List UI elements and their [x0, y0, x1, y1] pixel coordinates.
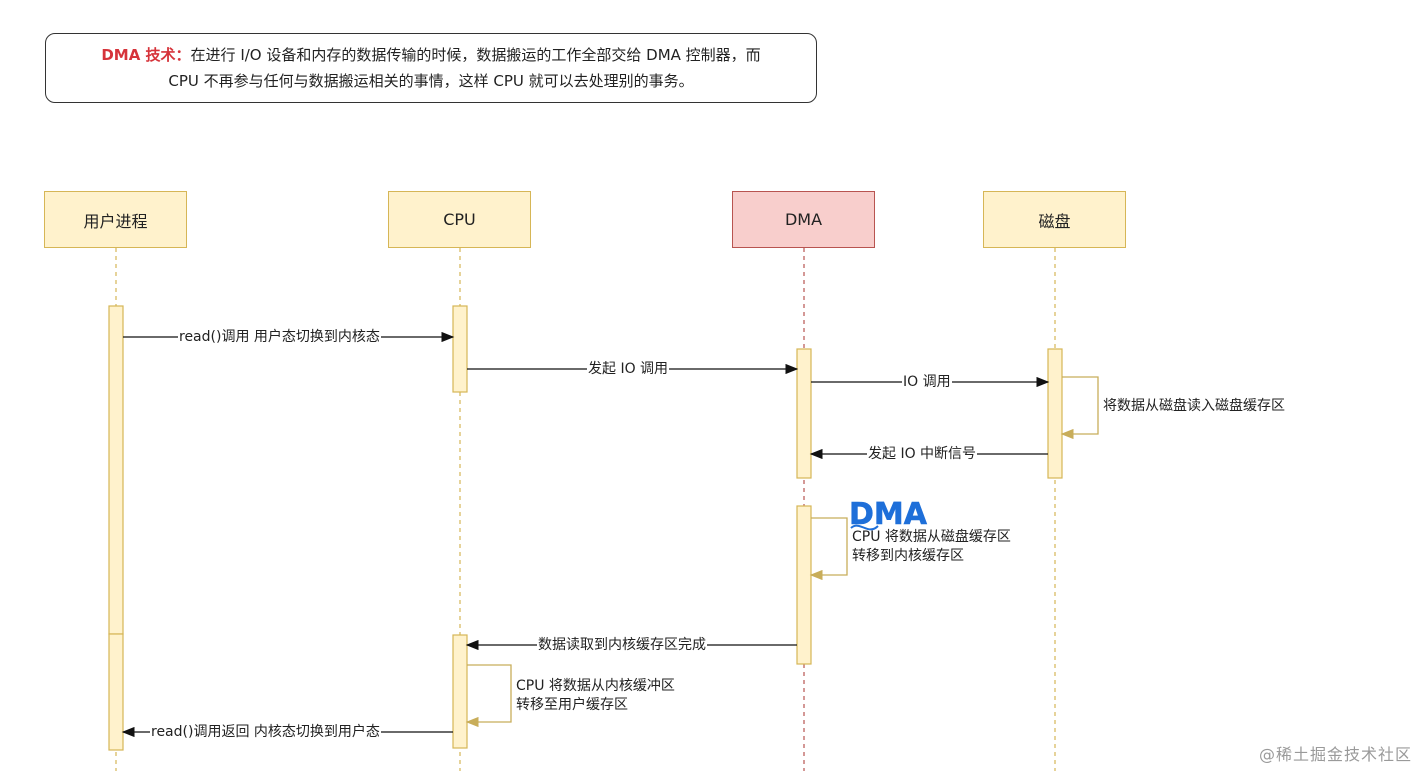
self-arrow-cpu	[465, 664, 512, 728]
self-arrow-disk	[1060, 376, 1099, 440]
actor-dma: DMA	[732, 191, 875, 248]
self-arrow-dma	[809, 517, 848, 581]
label-io-call: IO 调用	[902, 373, 952, 391]
note-line1: 在进行 I/O 设备和内存的数据传输的时候，数据搬运的工作全部交给 DMA 控制…	[190, 46, 761, 64]
label-read-return: read()调用返回 内核态切换到用户态	[150, 723, 381, 741]
label-issue-io: 发起 IO 调用	[587, 360, 670, 378]
actor-user-process: 用户进程	[44, 191, 187, 248]
label-dma-copy-line2: 转移到内核缓存区	[852, 548, 964, 564]
activation-cpu-2	[452, 634, 468, 749]
activation-user-1	[108, 305, 124, 635]
label-disk-read: 将数据从磁盘读入磁盘缓存区	[1103, 398, 1285, 414]
activation-disk	[1047, 348, 1063, 479]
activation-user-2	[108, 633, 124, 751]
activation-dma-1	[796, 348, 812, 479]
handwritten-dma-annotation: DMA	[849, 497, 928, 533]
label-cpu-copy-line2: 转移至用户缓存区	[516, 697, 628, 713]
note-line2: CPU 不再参与任何与数据搬运相关的事情，这样 CPU 就可以去处理别的事务。	[168, 72, 694, 90]
label-io-interrupt: 发起 IO 中断信号	[867, 445, 978, 463]
activation-cpu-1	[452, 305, 468, 393]
label-read-call: read()调用 用户态切换到内核态	[178, 328, 381, 346]
dma-note: DMA 技术：在进行 I/O 设备和内存的数据传输的时候，数据搬运的工作全部交给…	[45, 33, 817, 103]
label-cpu-copy-line1: CPU 将数据从内核缓冲区	[516, 678, 675, 694]
watermark: @稀土掘金技术社区	[1258, 745, 1412, 764]
activation-dma-2	[796, 505, 812, 665]
actor-disk: 磁盘	[983, 191, 1126, 248]
note-keyword: DMA 技术：	[101, 46, 191, 64]
label-dma-copy-line1: CPU 将数据从磁盘缓存区	[852, 529, 1011, 545]
label-read-done: 数据读取到内核缓存区完成	[537, 636, 707, 654]
actor-cpu: CPU	[388, 191, 531, 248]
